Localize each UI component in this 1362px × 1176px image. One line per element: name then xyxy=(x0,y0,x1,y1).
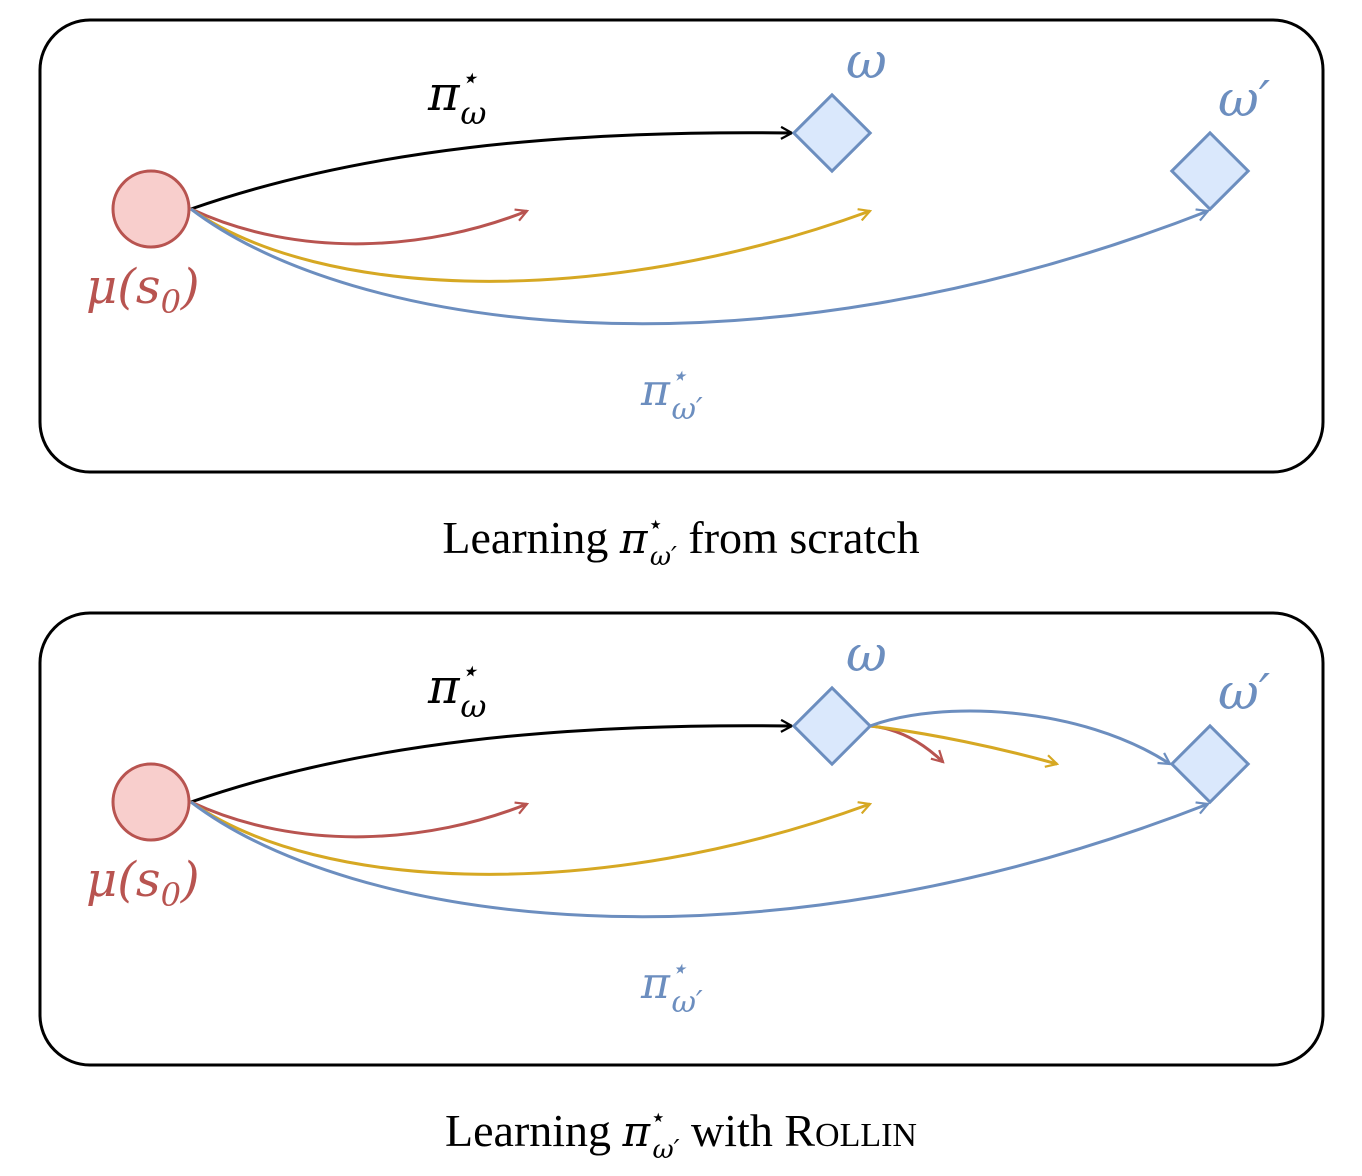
start-state-node xyxy=(111,762,191,842)
start-state-node xyxy=(111,169,191,249)
goal-omega-prime-label: ω′ xyxy=(1218,70,1271,128)
goal-omega-node xyxy=(791,92,873,174)
policy-omega-arrow xyxy=(190,133,792,211)
panel-with-rollin: μ(s0) ω ω′ π⋆ω π⋆ω′ Learning π⋆ω′ with R… xyxy=(38,611,1325,1165)
yellow-trajectory-arrow xyxy=(190,800,870,876)
start-state-label: μ(s0) xyxy=(86,259,200,321)
panel-frame xyxy=(38,18,1325,474)
policy-omega-arrow xyxy=(190,726,792,804)
goal-omega-prime-node xyxy=(1169,130,1251,212)
panel-frame xyxy=(38,611,1325,1067)
policy-omega-prime-label: π⋆ω′ xyxy=(640,359,703,427)
red-trajectory-arrow xyxy=(190,800,527,839)
caption: Learning π⋆ω′ with ROLLIN xyxy=(445,1103,917,1165)
goal-omega-label: ω xyxy=(846,625,887,683)
policy-omega-label: π⋆ω xyxy=(427,61,486,132)
goal-omega-prime-node xyxy=(1169,723,1251,805)
goal-omega-prime-label: ω′ xyxy=(1218,663,1271,721)
red-trajectory-arrow xyxy=(190,207,527,246)
goal-omega-node xyxy=(791,685,873,767)
rollin-yellow-arrow xyxy=(869,724,1057,764)
policy-omega-label: π⋆ω xyxy=(427,654,486,725)
policy-omega-prime-label: π⋆ω′ xyxy=(640,952,703,1020)
goal-omega-label: ω xyxy=(846,32,887,90)
start-state-label: μ(s0) xyxy=(86,852,200,914)
caption: Learning π⋆ω′ from scratch xyxy=(442,510,919,572)
policy-omega-prime-arrow xyxy=(190,207,1208,326)
rollin-blue-arrow xyxy=(869,709,1170,764)
panel-from-scratch: μ(s0) ω ω′ π⋆ω π⋆ω′ Learning π⋆ω′ from s… xyxy=(38,18,1325,572)
policy-omega-prime-arrow xyxy=(190,800,1208,919)
yellow-trajectory-arrow xyxy=(190,207,870,283)
